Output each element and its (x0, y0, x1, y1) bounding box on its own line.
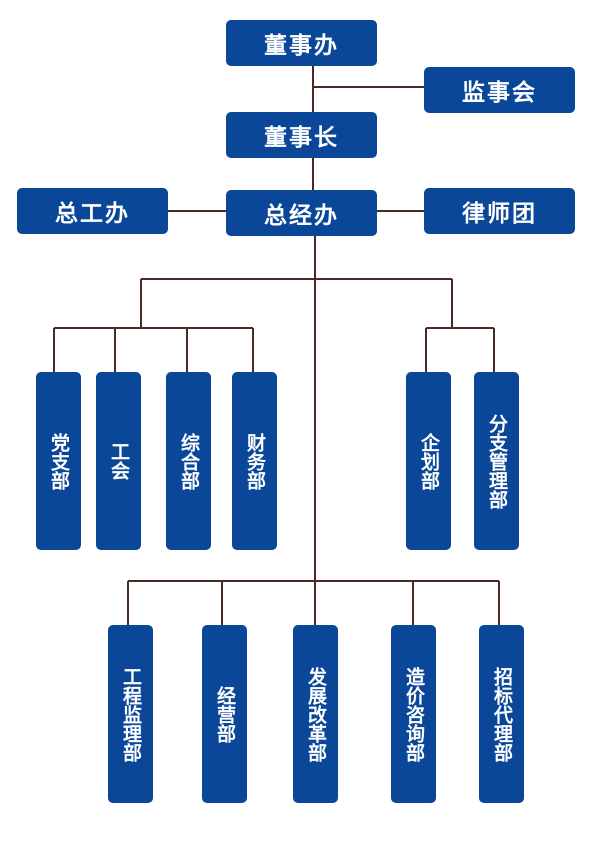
lawyer-team-box: 律师团 (424, 188, 575, 234)
operations-box: 经营部 (202, 625, 247, 803)
supervisory-board-box: 监事会 (424, 67, 575, 113)
development-reform-box: 发展改革部 (293, 625, 338, 803)
union-box: 工会 (96, 372, 141, 550)
finance-box: 财务部 (232, 372, 277, 550)
party-branch-box: 党支部 (36, 372, 81, 550)
chief-engineer-office-box: 总工办 (17, 188, 168, 234)
cost-consulting-box: 造价咨询部 (391, 625, 436, 803)
engineering-supervision-box: 工程监理部 (108, 625, 153, 803)
tender-agency-box: 招标代理部 (479, 625, 524, 803)
chairman-box: 董事长 (226, 112, 377, 158)
general-affairs-box: 综合部 (166, 372, 211, 550)
board-office-box: 董事办 (226, 20, 377, 66)
planning-box: 企划部 (406, 372, 451, 550)
general-manager-office-box: 总经办 (226, 190, 377, 236)
branch-management-box: 分支管理部 (474, 372, 519, 550)
